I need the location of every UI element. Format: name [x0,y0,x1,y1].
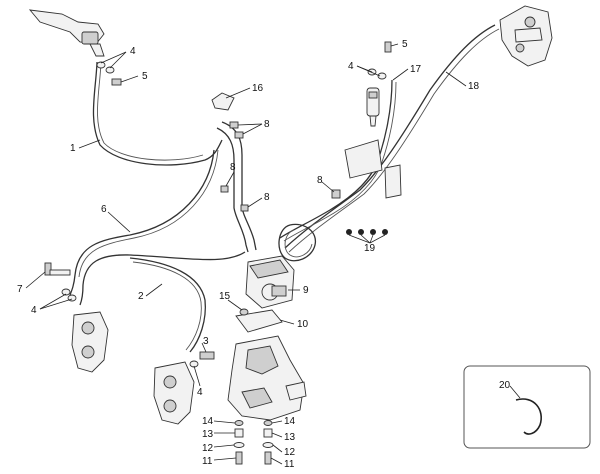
callout-4: 4 [197,387,203,398]
callout-16: 16 [252,83,264,94]
brake-hose-junction-abs-b [216,127,249,253]
callout-labels: 4 5 1 16 8 8 8 8 6 7 4 2 3 4 15 9 10 5 4… [17,39,511,470]
master-cylinder-front [28,9,105,57]
brake-hose-loop-2 [284,229,313,258]
callout-5: 5 [142,71,148,82]
callout-2: 2 [138,291,144,302]
abs-bracket [235,309,283,333]
brake-hose-17-inner [283,81,397,242]
callout-8: 8 [264,192,270,203]
brake-hose-17 [279,79,393,239]
fastener-stack-right [262,420,274,465]
fastener-stack-left [233,420,245,465]
brake-hose-2 [79,251,246,306]
bolt-8 [220,121,341,212]
callout-1: 1 [70,143,76,154]
brake-caliper-front-left [71,311,109,373]
bracket-16 [211,92,235,111]
bolt-5 [111,41,392,86]
callout-15: 15 [219,291,231,302]
callout-8: 8 [317,175,323,186]
callout-18: 18 [468,81,480,92]
callout-5: 5 [402,39,408,50]
callout-4: 4 [31,305,37,316]
brake-hose-18-inner [288,28,500,253]
callout-19: 19 [364,243,376,254]
washer-4 [61,61,387,368]
callout-13: 13 [202,429,214,440]
detail-box [463,365,591,449]
brake-hose-6-inner [78,149,219,278]
callout-13: 13 [284,432,296,443]
callout-12: 12 [202,443,214,454]
callout-4: 4 [348,61,354,72]
brake-hose-2b-inner [132,261,202,351]
callout-11: 11 [284,459,295,470]
leader-lines [25,43,521,465]
bracket-19 [344,139,383,179]
callout-8: 8 [230,162,236,173]
callout-14: 14 [284,416,296,427]
brake-hose-2b [129,257,206,353]
brake-hose-18 [284,24,496,249]
callout-12: 12 [284,447,296,458]
callout-7: 7 [17,284,23,295]
nut-15 [239,308,249,316]
callout-14: 14 [202,416,214,427]
callout-3: 3 [203,336,209,347]
callout-20: 20 [499,380,511,391]
bracket-19-plate [384,164,402,199]
abs-unit [245,255,295,309]
brake-caliper-rear [499,5,553,67]
brake-hose-6 [69,149,215,296]
master-cylinder-rear [366,87,380,127]
callout-10: 10 [297,319,309,330]
grommets-19 [346,229,388,235]
banjo-bolt-7 [44,262,71,276]
callout-8: 8 [264,119,270,130]
callout-4: 4 [130,46,136,57]
banjo-bolt-3 [199,351,215,360]
brake-caliper-front-right [153,361,195,425]
callout-6: 6 [101,204,107,215]
brake-hose-1-inner [97,61,204,161]
brake-hose-loop [278,223,317,262]
callout-17: 17 [410,64,422,75]
hose-clip [515,398,542,435]
callout-11: 11 [202,456,213,467]
callout-9: 9 [303,285,309,296]
mounting-frame [227,335,307,421]
